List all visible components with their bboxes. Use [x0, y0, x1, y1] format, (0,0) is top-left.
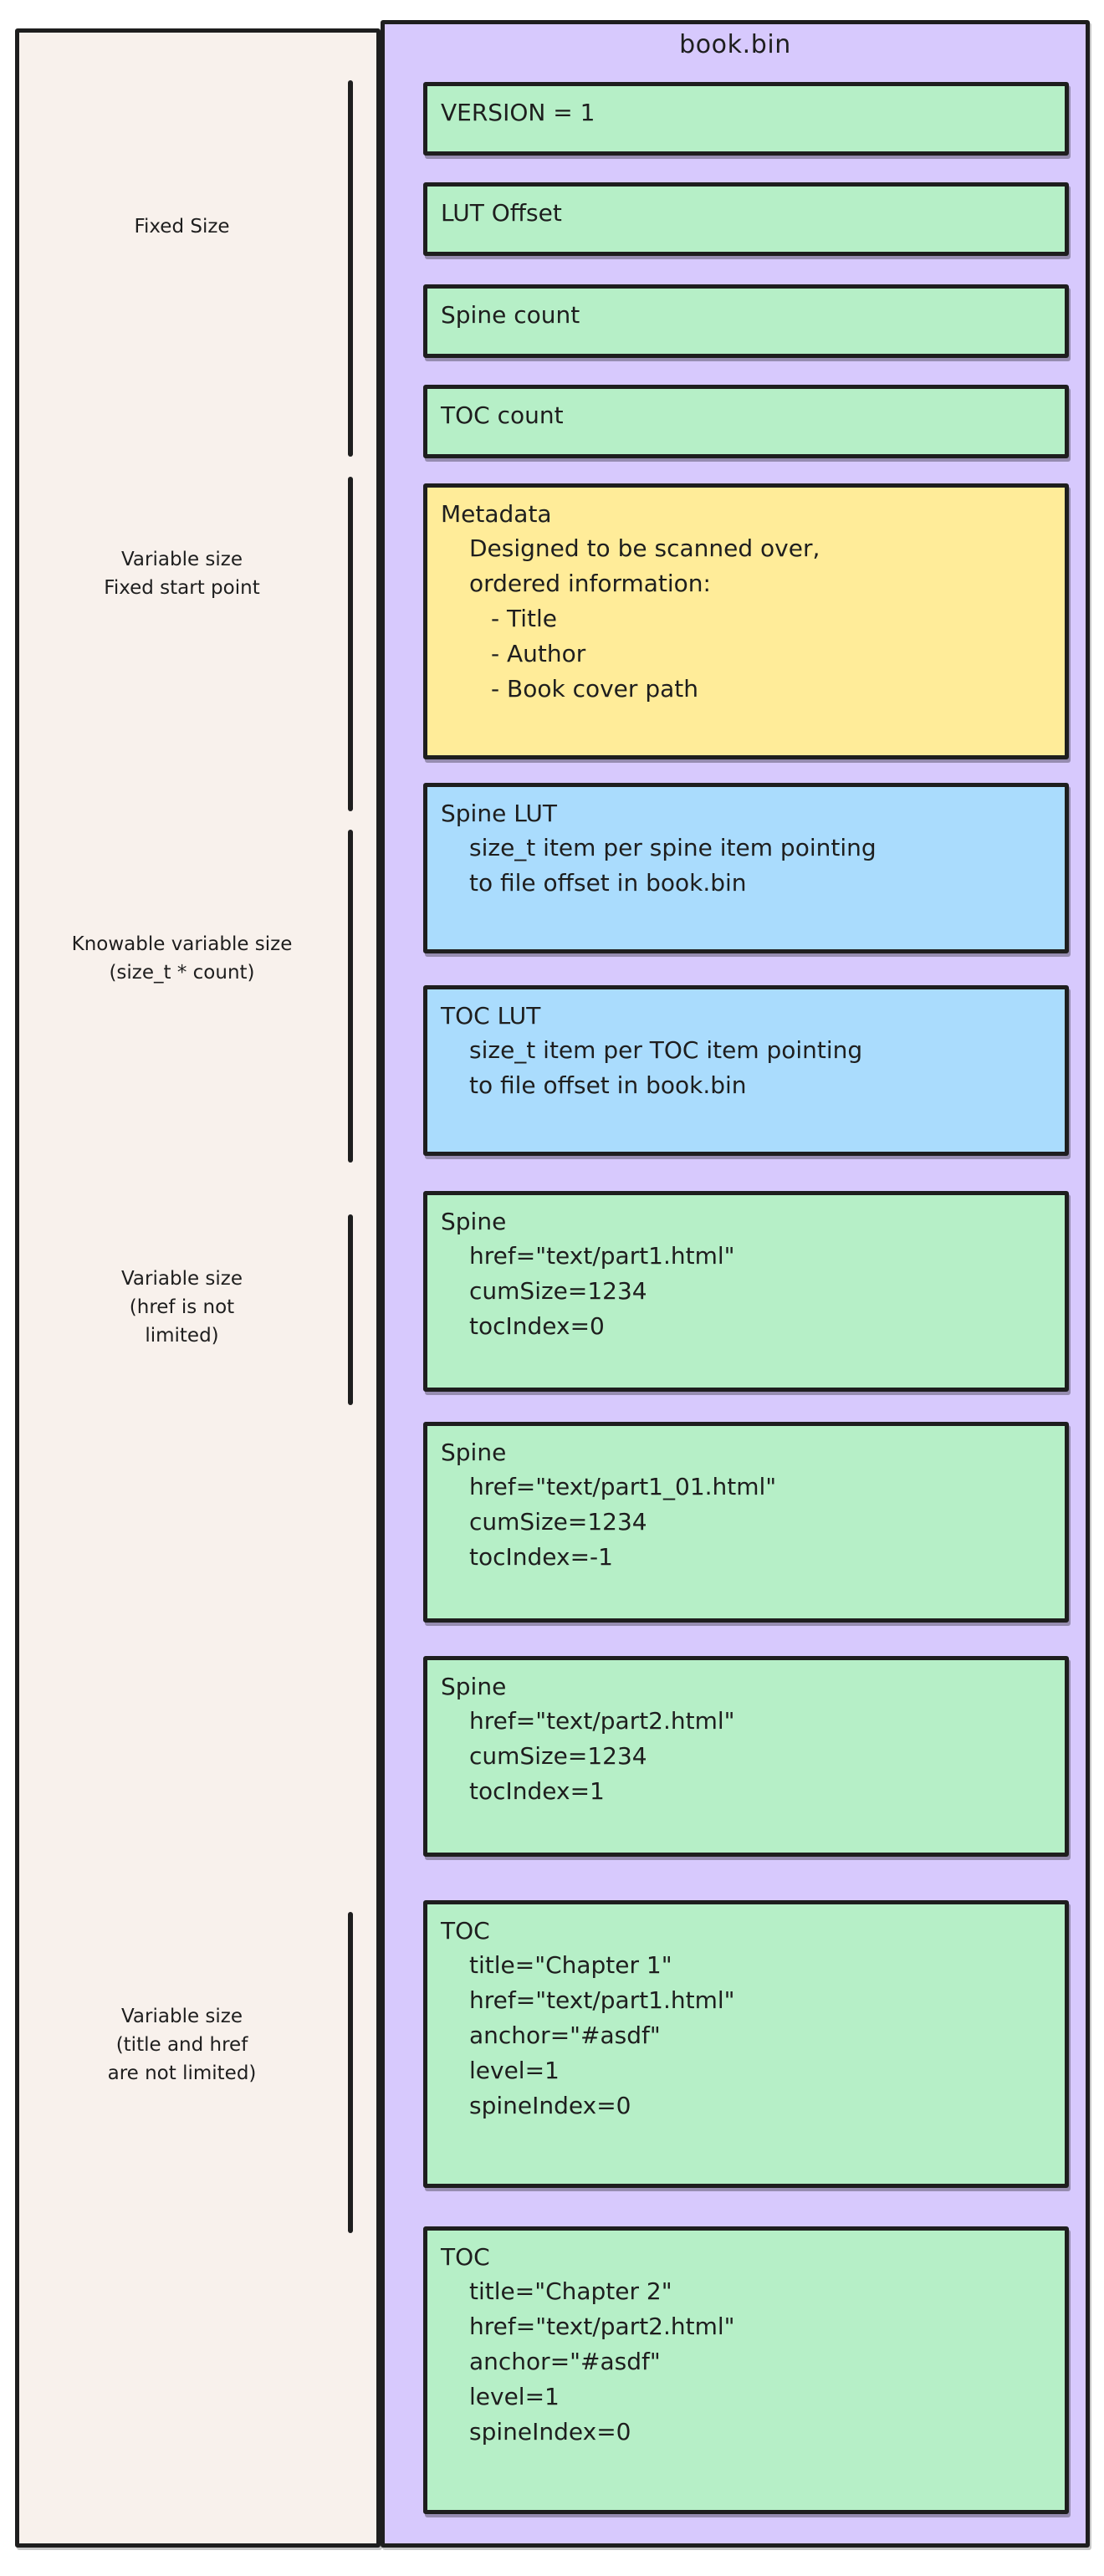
- record-field-metadata-1: ordered information:: [469, 570, 711, 597]
- record-field-spine-lut-0: size_t item per spine item pointing: [469, 834, 877, 861]
- record-field-toc-1-4: spineIndex=0: [469, 2092, 631, 2119]
- record-field-spine-1-1: cumSize=1234: [469, 1277, 647, 1305]
- section-bracket-0: [348, 80, 353, 457]
- record-field-metadata-3: - Author: [491, 640, 586, 667]
- record-field-spine-2-0: href="text/part1_01.html": [469, 1473, 777, 1500]
- record-box-spine-1: Spine href="text/part1.html" cumSize=1234 t…: [423, 1191, 1069, 1392]
- file-title: book.bin: [679, 30, 791, 59]
- record-box-toc-lut: TOC LUT size_t item per TOC item pointing…: [423, 985, 1069, 1156]
- record-field-metadata-2: - Title: [491, 605, 558, 632]
- record-box-version: VERSION = 1: [423, 82, 1069, 156]
- record-title-lut-offset: LUT Offset: [441, 199, 562, 227]
- section-label-3: Variable size (href is not limited): [120, 1268, 243, 1347]
- section-label-2: Knowable variable size (size_t * count): [71, 933, 293, 984]
- record-title-spine-lut: Spine LUT: [441, 800, 558, 827]
- section-bracket-1: [348, 477, 353, 811]
- record-field-spine-1-0: href="text/part1.html": [469, 1242, 735, 1270]
- record-title-version: VERSION = 1: [441, 99, 595, 126]
- record-box-lut-offset: LUT Offset: [423, 182, 1069, 256]
- record-box-spine-3: Spine href="text/part2.html" cumSize=1234 t…: [423, 1656, 1069, 1857]
- record-title-toc-2: TOC: [441, 2243, 490, 2271]
- record-field-spine-3-0: href="text/part2.html": [469, 1707, 735, 1735]
- record-field-toc-2-0: title="Chapter 2": [469, 2277, 672, 2305]
- record-box-toc-2: TOC title="Chapter 2" href="text/part2.htm…: [423, 2226, 1069, 2514]
- record-field-spine-lut-1: to file offset in book.bin: [469, 869, 747, 897]
- section-label-4: Variable size (title and href are not li…: [107, 2006, 257, 2084]
- record-title-spine-3: Spine: [441, 1673, 507, 1700]
- record-field-toc-2-1: href="text/part2.html": [469, 2313, 735, 2340]
- record-title-toc-lut: TOC LUT: [441, 1002, 541, 1030]
- annotation-panel: [15, 28, 381, 2548]
- record-field-toc-2-4: spineIndex=0: [469, 2418, 631, 2446]
- record-box-spine-lut: Spine LUT size_t item per spine item poin…: [423, 783, 1069, 953]
- record-box-toc-count: TOC count: [423, 385, 1069, 458]
- record-field-toc-1-1: href="text/part1.html": [469, 1986, 735, 2014]
- section-bracket-2: [348, 830, 353, 1163]
- record-field-toc-2-3: level=1: [469, 2383, 560, 2410]
- record-field-toc-1-2: anchor="#asdf": [469, 2021, 661, 2049]
- record-title-spine-2: Spine: [441, 1439, 507, 1466]
- record-box-spine-2: Spine href="text/part1_01.html" cumSize=12…: [423, 1422, 1069, 1623]
- record-field-spine-2-2: tocIndex=-1: [469, 1543, 613, 1571]
- record-box-toc-1: TOC title="Chapter 1" href="text/part1.htm…: [423, 1900, 1069, 2188]
- section-bracket-4: [348, 1912, 353, 2233]
- record-field-toc-1-0: title="Chapter 1": [469, 1951, 672, 1979]
- record-title-metadata: Metadata: [441, 500, 552, 528]
- record-field-toc-2-2: anchor="#asdf": [469, 2348, 661, 2375]
- record-field-toc-lut-0: size_t item per TOC item pointing: [469, 1036, 863, 1064]
- section-label-0: Fixed Size: [134, 216, 230, 238]
- record-field-spine-3-2: tocIndex=1: [469, 1777, 605, 1805]
- section-bracket-3: [348, 1214, 353, 1405]
- record-field-spine-2-1: cumSize=1234: [469, 1508, 647, 1536]
- record-box-spine-count: Spine count: [423, 284, 1069, 358]
- section-label-1: Variable size Fixed start point: [104, 549, 260, 599]
- record-field-toc-lut-1: to file offset in book.bin: [469, 1071, 747, 1099]
- record-title-toc-1: TOC: [441, 1917, 490, 1945]
- record-title-toc-count: TOC count: [441, 401, 564, 429]
- record-field-spine-1-2: tocIndex=0: [469, 1312, 605, 1340]
- record-title-spine-count: Spine count: [441, 301, 580, 329]
- record-field-metadata-4: - Book cover path: [491, 675, 698, 703]
- record-field-metadata-0: Designed to be scanned over,: [469, 534, 820, 562]
- record-field-spine-3-1: cumSize=1234: [469, 1742, 647, 1770]
- record-field-toc-1-3: level=1: [469, 2057, 560, 2084]
- record-title-spine-1: Spine: [441, 1208, 507, 1235]
